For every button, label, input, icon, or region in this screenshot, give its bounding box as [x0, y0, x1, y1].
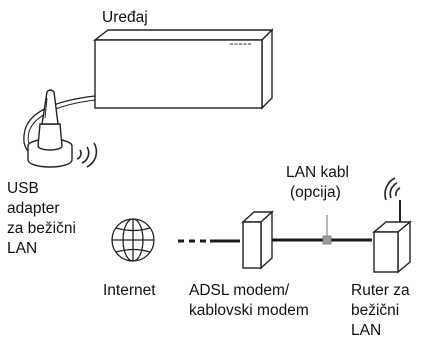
modem-label-line-1: ADSL modem/	[189, 282, 290, 299]
usb-adapter-label-line-2: adapter	[7, 200, 60, 217]
lan-cable-label-line-2: (opcija)	[290, 184, 341, 201]
usb-adapter-label-line-1: USB	[7, 180, 39, 197]
router-label-line-1: Ruter za	[351, 282, 410, 299]
router-label-line-3: LAN	[351, 322, 382, 339]
lan-cable-label-line-1: LAN kabl	[286, 164, 349, 181]
adsl-modem	[241, 210, 274, 270]
adapter-wireless-waves-icon	[76, 142, 98, 168]
usb-adapter-label-line-3: za bežični	[7, 220, 76, 237]
lan-cable	[272, 215, 372, 245]
router-label-line-2: bežični	[351, 302, 400, 319]
device-unit	[92, 28, 274, 110]
globe-icon	[111, 218, 155, 262]
internet-label: Internet	[103, 282, 156, 299]
router-wireless-waves-icon	[384, 177, 401, 201]
device-label: Uređaj	[102, 9, 148, 26]
wireless-router	[372, 200, 412, 274]
modem-label-line-2: kablovski modem	[189, 302, 309, 319]
usb-adapter-label-line-4: LAN	[7, 240, 38, 257]
usb-wireless-adapter	[27, 89, 73, 168]
